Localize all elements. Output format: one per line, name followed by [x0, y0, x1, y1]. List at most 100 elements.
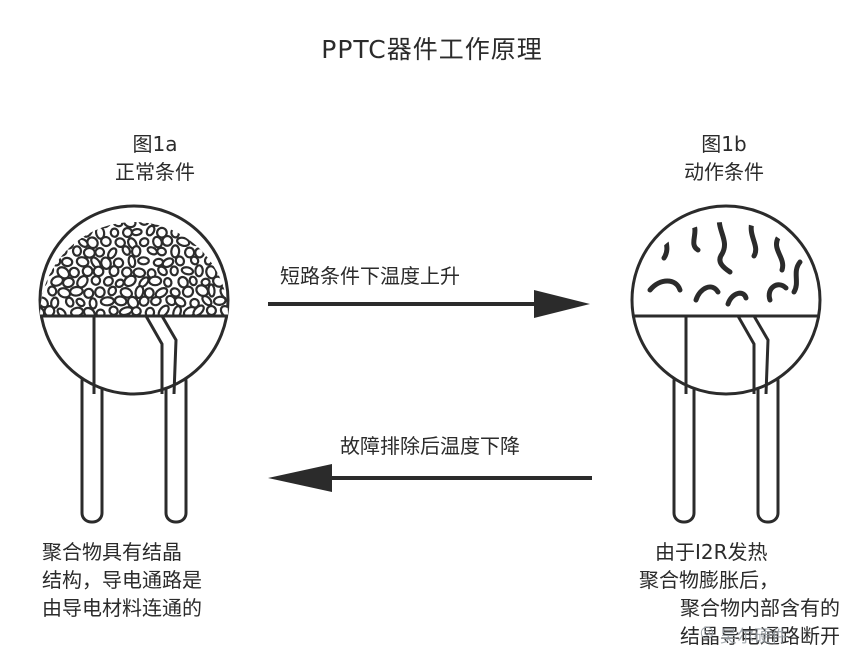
- desc-a-line: 结构，导电通路是: [42, 568, 202, 592]
- grain: [134, 284, 145, 300]
- grain: [138, 237, 150, 248]
- grain: [201, 294, 213, 307]
- desc-b-line: 聚合物膨胀后，: [639, 568, 779, 592]
- grain: [81, 265, 94, 278]
- grain: [194, 264, 204, 278]
- grain: [132, 267, 147, 279]
- grain: [114, 237, 126, 248]
- grain: [69, 285, 84, 297]
- watermark: 吴尔硬件: [720, 627, 788, 647]
- grain: [43, 228, 58, 239]
- grain: [40, 226, 44, 238]
- forward-arrow-label: 短路条件下温度上升: [280, 264, 460, 288]
- grain: [224, 235, 228, 247]
- grain: [163, 277, 173, 288]
- device-b-body: [630, 204, 822, 396]
- grain: [34, 207, 42, 217]
- grain: [83, 287, 95, 299]
- grain: [208, 205, 220, 217]
- grain: [99, 296, 115, 307]
- lead-wires-a: [80, 370, 188, 524]
- grain: [114, 278, 125, 289]
- grain: [108, 305, 119, 316]
- grain: [59, 207, 65, 218]
- grain: [86, 236, 99, 250]
- grain: [77, 237, 89, 248]
- grain: [49, 222, 63, 228]
- desc-b-line: 聚合物内部含有的: [680, 596, 840, 620]
- grain: [185, 206, 195, 218]
- grain: [165, 294, 177, 307]
- grain: [181, 285, 195, 298]
- grain: [94, 286, 106, 299]
- device-b: [630, 204, 822, 524]
- grain: [102, 275, 114, 287]
- forward-arrow: [268, 290, 590, 318]
- grain: [157, 304, 170, 316]
- grain: [189, 255, 200, 266]
- grain: [196, 206, 208, 218]
- wechat-logo-icon: ◎: [700, 622, 714, 641]
- grain: [195, 284, 210, 297]
- grain: [113, 295, 128, 307]
- grain: [45, 204, 56, 218]
- grain: [218, 246, 228, 259]
- desc-b: 由于I2R发热 聚合物膨胀后， 聚合物内部含有的 结晶导电通路断开: [625, 538, 840, 650]
- grain: [161, 257, 175, 269]
- grain: [57, 287, 72, 299]
- grain: [211, 222, 223, 226]
- grain: [205, 304, 217, 316]
- grain: [188, 275, 198, 287]
- desc-a-line: 聚合物具有结晶: [42, 540, 182, 564]
- fig-a-caption: 正常条件: [115, 160, 195, 184]
- grain: [130, 306, 142, 316]
- fig-b-id: 图1b: [701, 132, 747, 156]
- grain: [70, 208, 79, 217]
- grain: [127, 254, 137, 269]
- grain: [71, 245, 83, 257]
- grain: [207, 283, 216, 298]
- grain: [137, 256, 150, 266]
- grain: [121, 245, 132, 256]
- grain: [225, 222, 228, 228]
- grain: [100, 235, 112, 248]
- grain: [156, 246, 167, 257]
- grain: [50, 275, 64, 287]
- grain: [68, 266, 80, 279]
- grain: [227, 297, 228, 307]
- grain: [214, 234, 224, 247]
- grain: [121, 227, 133, 239]
- grain: [205, 227, 218, 239]
- grain: [148, 275, 163, 287]
- diagram-title: PPTC器件工作原理: [321, 35, 543, 64]
- device-b-lead-b: [752, 315, 770, 395]
- grain: [60, 222, 74, 227]
- grain: [92, 265, 105, 278]
- fig-a-id: 图1a: [132, 132, 178, 156]
- grain: [221, 206, 234, 221]
- grain: [157, 265, 168, 277]
- grain: [75, 297, 86, 308]
- grain: [138, 295, 150, 307]
- grain: [161, 234, 174, 247]
- grain: [180, 266, 195, 276]
- grain: [60, 256, 74, 268]
- grain: [225, 254, 228, 267]
- grain: [218, 226, 228, 237]
- grain: [176, 236, 191, 248]
- back-arrow-label: 故障排除后温度下降: [340, 434, 520, 458]
- grain: [174, 255, 186, 267]
- grain: [90, 275, 102, 286]
- grain: [130, 245, 142, 258]
- grain: [170, 244, 181, 259]
- grain: [40, 235, 47, 250]
- grain: [61, 276, 75, 289]
- grain: [40, 248, 45, 257]
- device-a: [34, 204, 234, 524]
- device-b-lead-b-edge: [736, 315, 756, 394]
- device-a-lead-b: [160, 315, 178, 395]
- desc-b-line: 结晶导电通路断开: [680, 624, 840, 648]
- grain: [47, 285, 58, 297]
- grain: [94, 246, 106, 258]
